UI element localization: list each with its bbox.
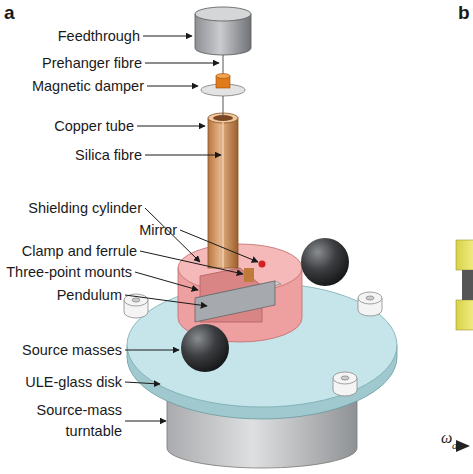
part-label: Prehanger fibre xyxy=(42,53,142,74)
panel-b-fragment xyxy=(456,240,473,452)
leader-arrows xyxy=(125,36,258,421)
part-label: Silica fibre xyxy=(75,145,142,166)
source-mass-sphere xyxy=(301,238,349,286)
part-label: Three-point mounts xyxy=(6,262,132,283)
part-label: ULE-glass disk xyxy=(25,372,122,393)
part-label: Clamp and ferrule xyxy=(22,241,137,262)
source-mass-sphere xyxy=(181,324,229,372)
part-label: Magnetic damper xyxy=(32,76,144,97)
damper-shape xyxy=(201,74,245,119)
feedthrough-shape xyxy=(195,7,251,55)
part-label: Source masses xyxy=(22,340,122,361)
pendulum-shape xyxy=(195,281,281,322)
part-label: Pendulum xyxy=(57,285,122,306)
part-label: ω xyxy=(441,427,452,448)
panel-letter: b xyxy=(458,2,470,23)
part-label: Feedthrough xyxy=(58,26,140,47)
part-label: Copper tube xyxy=(54,116,134,137)
part-label: Shielding cylinder xyxy=(28,198,142,219)
part-label: Source-mass turntable xyxy=(27,400,122,442)
panel-letter: a xyxy=(4,2,15,23)
part-label: a xyxy=(452,435,458,456)
prehanger-fibre xyxy=(223,55,224,76)
mirror-dot xyxy=(259,261,266,268)
part-label: Mirror xyxy=(139,220,177,241)
clamp-shape xyxy=(244,268,254,282)
copper-tube-shape xyxy=(208,113,238,268)
